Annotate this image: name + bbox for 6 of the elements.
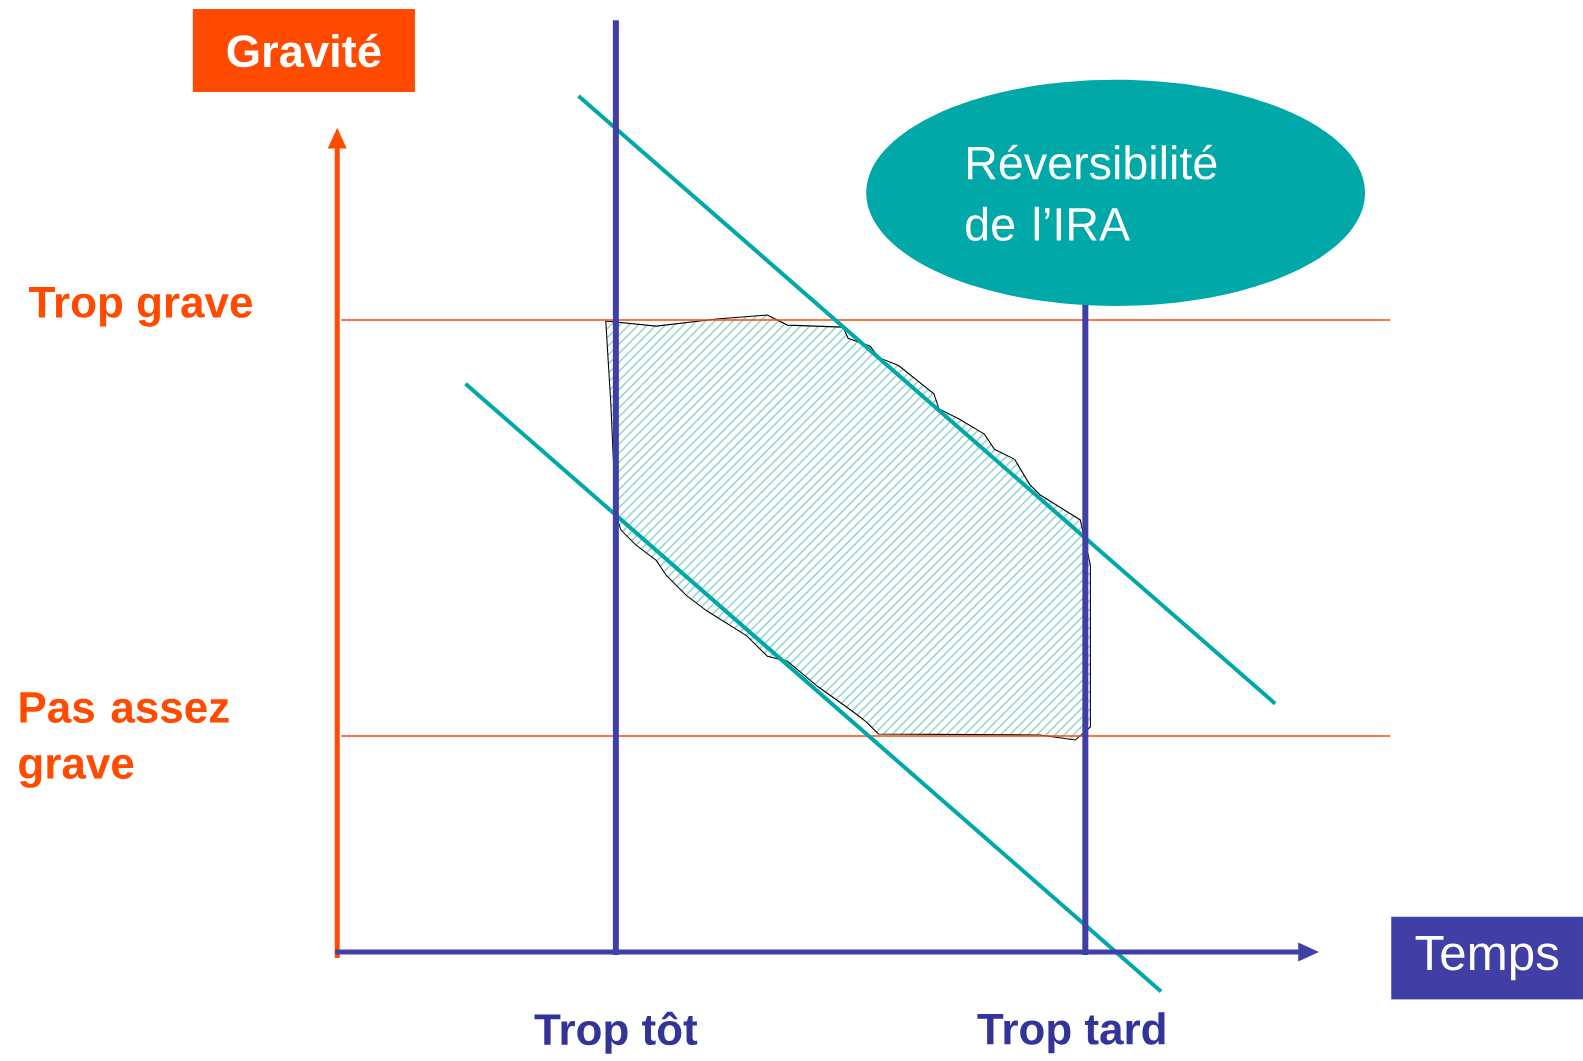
- axis-level-label: Trop grave: [29, 287, 252, 327]
- axis-level-label: Trop tard: [977, 1012, 1165, 1054]
- axis-level-label: Trop tôt: [534, 1011, 698, 1054]
- axis-title-box: Gravité: [192, 9, 415, 92]
- axis-title-box: Temps: [1391, 916, 1583, 1000]
- axis-level-label: Pas assez grave: [19, 692, 229, 788]
